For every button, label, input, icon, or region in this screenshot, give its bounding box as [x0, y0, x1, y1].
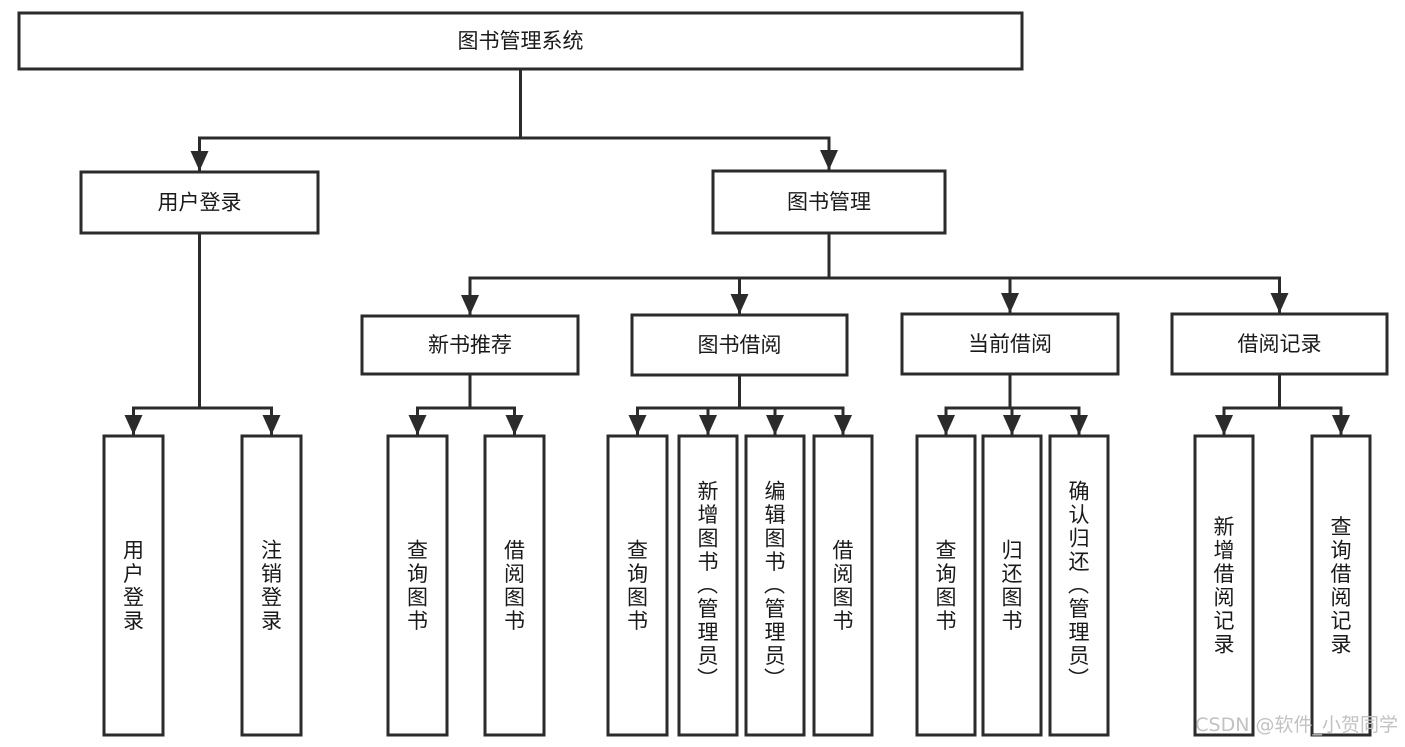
node-box-new-book-recommend[interactable]: [360, 314, 580, 376]
arrow-head-icon-current-borrow: [1001, 293, 1019, 313]
node-leaf-user-login[interactable]: 用户登录: [102, 434, 165, 737]
arrow-head-icon-leaf-add-borrow-record: [1215, 415, 1233, 435]
node-label-user-login: 用户登录: [158, 191, 242, 215]
node-borrow-record[interactable]: 借阅记录: [1170, 312, 1389, 376]
node-label-current-borrow: 当前借阅: [968, 332, 1052, 356]
node-current-borrow[interactable]: 当前借阅: [900, 312, 1120, 376]
node-leaf-borrow-book[interactable]: 借阅图书: [812, 434, 874, 737]
arrow-head-icon-new-book-recommend: [461, 295, 479, 315]
arrow-head-icon-leaf-logout: [262, 415, 281, 435]
node-leaf-add-book-admin[interactable]: 新增图书（管理员）: [677, 434, 739, 737]
arrow-head-icon-book-borrow: [730, 294, 749, 314]
node-box-leaf-query-book-rec[interactable]: [386, 434, 449, 737]
arrow-head-icon-leaf-query-book-borrow: [628, 415, 647, 435]
node-label-new-book-recommend: 新书推荐: [428, 333, 512, 357]
arrow-head-icon-leaf-query-book-rec: [408, 415, 427, 435]
node-label-leaf-borrow-book-rec: 借阅图书: [504, 538, 525, 633]
node-user-login[interactable]: 用户登录: [79, 170, 320, 235]
node-label-leaf-logout: 注销登录: [261, 538, 282, 633]
node-label-book-borrow: 图书借阅: [698, 333, 782, 357]
node-label-borrow-record: 借阅记录: [1238, 332, 1322, 356]
node-leaf-query-book-rec[interactable]: 查询图书: [386, 434, 449, 737]
node-leaf-query-book-borrow[interactable]: 查询图书: [606, 434, 669, 737]
node-book-borrow[interactable]: 图书借阅: [630, 313, 849, 377]
node-leaf-return-book[interactable]: 归还图书: [981, 434, 1043, 737]
node-label-leaf-user-login: 用户登录: [123, 538, 144, 633]
node-box-book-management[interactable]: [711, 169, 947, 235]
arrow-head-icon-leaf-return-book: [1003, 415, 1021, 435]
node-label-leaf-add-book-admin: 新增图书（管理员）: [697, 480, 719, 692]
node-box-leaf-confirm-return-admin[interactable]: [1048, 434, 1110, 737]
node-box-leaf-user-login[interactable]: [102, 434, 165, 737]
node-label-leaf-borrow-book: 借阅图书: [833, 538, 854, 633]
node-leaf-borrow-book-rec[interactable]: 借阅图书: [483, 434, 546, 737]
node-box-leaf-borrow-book-rec[interactable]: [483, 434, 546, 737]
nodes-layer: 图书管理系统用户登录图书管理新书推荐图书借阅当前借阅借阅记录用户登录注销登录查询…: [17, 11, 1389, 737]
node-leaf-logout[interactable]: 注销登录: [240, 434, 303, 737]
node-box-leaf-query-borrow-record[interactable]: [1310, 434, 1372, 737]
node-box-user-login[interactable]: [79, 170, 320, 235]
arrow-head-icon-user-login: [190, 151, 209, 171]
node-box-leaf-query-book-current[interactable]: [915, 434, 977, 737]
node-leaf-query-book-current[interactable]: 查询图书: [915, 434, 977, 737]
arrow-head-icon-leaf-user-login: [124, 415, 143, 435]
node-box-root[interactable]: [17, 11, 1024, 71]
watermark-label: CSDN @软件_小贺同学: [1195, 714, 1398, 736]
node-label-leaf-query-book-borrow: 查询图书: [627, 538, 648, 633]
node-box-leaf-query-book-borrow[interactable]: [606, 434, 669, 737]
arrow-head-icon-leaf-borrow-book: [834, 415, 852, 435]
node-label-leaf-edit-book-admin: 编辑图书（管理员）: [764, 480, 786, 692]
node-box-borrow-record[interactable]: [1170, 312, 1389, 376]
arrow-head-icon-leaf-borrow-book-rec: [505, 415, 524, 435]
arrow-head-icon-borrow-record: [1270, 293, 1289, 313]
node-label-root: 图书管理系统: [458, 29, 584, 53]
arrow-head-icon-book-management: [820, 150, 838, 170]
arrow-head-icon-leaf-add-book-admin: [699, 415, 717, 435]
node-box-book-borrow[interactable]: [630, 313, 849, 377]
node-box-leaf-logout[interactable]: [240, 434, 303, 737]
node-leaf-query-borrow-record[interactable]: 查询借阅记录: [1310, 434, 1372, 737]
connectors-layer: [124, 67, 1350, 436]
node-leaf-confirm-return-admin[interactable]: 确认归还（管理员）: [1048, 434, 1110, 737]
node-label-leaf-query-borrow-record: 查询借阅记录: [1331, 515, 1352, 657]
node-root[interactable]: 图书管理系统: [17, 11, 1024, 71]
node-book-management[interactable]: 图书管理: [711, 169, 947, 235]
node-new-book-recommend[interactable]: 新书推荐: [360, 314, 580, 376]
node-label-leaf-query-book-current: 查询图书: [936, 538, 957, 633]
arrow-head-icon-leaf-query-borrow-record: [1332, 415, 1350, 435]
node-label-leaf-return-book: 归还图书: [1002, 538, 1023, 633]
node-leaf-add-borrow-record[interactable]: 新增借阅记录: [1193, 434, 1255, 737]
node-box-leaf-return-book[interactable]: [981, 434, 1043, 737]
arrow-head-icon-leaf-query-book-current: [937, 415, 955, 435]
node-box-leaf-edit-book-admin[interactable]: [744, 434, 806, 737]
node-label-leaf-add-borrow-record: 新增借阅记录: [1214, 515, 1235, 657]
node-box-leaf-add-book-admin[interactable]: [677, 434, 739, 737]
node-box-current-borrow[interactable]: [900, 312, 1120, 376]
node-label-leaf-query-book-rec: 查询图书: [407, 538, 428, 633]
arrow-head-icon-leaf-edit-book-admin: [766, 415, 784, 435]
node-label-leaf-confirm-return-admin: 确认归还（管理员）: [1068, 480, 1090, 692]
node-box-leaf-add-borrow-record[interactable]: [1193, 434, 1255, 737]
node-leaf-edit-book-admin[interactable]: 编辑图书（管理员）: [744, 434, 806, 737]
arrow-head-icon-leaf-confirm-return-admin: [1070, 415, 1088, 435]
node-label-book-management: 图书管理: [787, 190, 871, 214]
node-box-leaf-borrow-book[interactable]: [812, 434, 874, 737]
